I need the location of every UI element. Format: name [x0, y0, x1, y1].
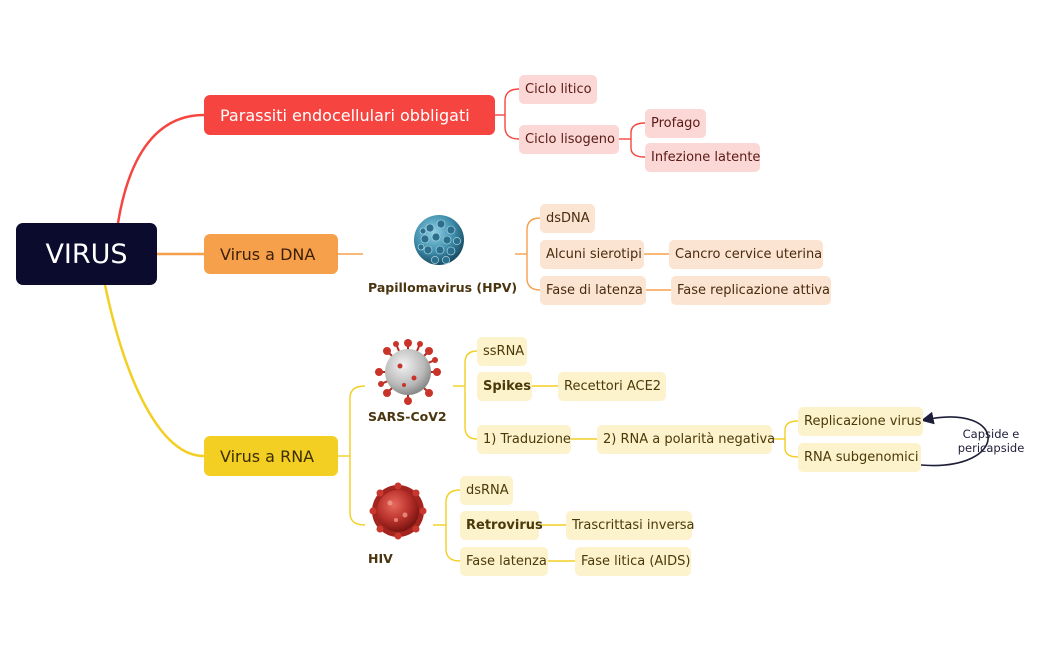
branch-virus-dna: Virus a DNA — [204, 234, 338, 274]
note-capside-pericapside: Capside e pericapside — [957, 427, 1025, 455]
leaf-cancro-cervice: Cancro cervice uterina — [669, 240, 823, 269]
leaf-replicazione-virus: Replicazione virus — [798, 407, 923, 436]
hiv-virus-icon — [369, 482, 427, 540]
root-node-virus: VIRUS — [16, 223, 157, 285]
leaf-ssrna: ssRNA — [477, 337, 527, 366]
leaf-dsrna: dsRNA — [460, 476, 513, 505]
sars-cov2-virus-icon — [375, 339, 441, 405]
leaf-fase-litica-aids: Fase litica (AIDS) — [575, 547, 691, 576]
leaf-rna-subgenomici: RNA subgenomici — [798, 443, 921, 472]
leaf-ciclo-lisogeno: Ciclo lisogeno — [519, 125, 619, 154]
leaf-traduzione: 1) Traduzione — [477, 425, 571, 454]
leaf-spikes: Spikes — [477, 372, 532, 401]
leaf-dsdna: dsDNA — [540, 204, 595, 233]
leaf-retrovirus: Retrovirus — [460, 511, 543, 540]
leaf-recettori-ace2: Recettori ACE2 — [558, 372, 666, 401]
sars-cov2-label: SARS-CoV2 — [368, 409, 447, 424]
hpv-virus-icon — [414, 215, 464, 265]
leaf-infezione-latente: Infezione latente — [645, 143, 760, 172]
leaf-alcuni-sierotipi: Alcuni sierotipi — [540, 240, 644, 269]
branch-parassiti: Parassiti endocellulari obbligati — [204, 95, 495, 135]
leaf-rna-polarita-negativa: 2) RNA a polarità negativa — [597, 425, 775, 454]
leaf-fase-replicazione: Fase replicazione attiva — [671, 276, 831, 305]
leaf-trascrittasi-inversa: Trascrittasi inversa — [566, 511, 695, 540]
leaf-fase-latenza: Fase latenza — [460, 547, 548, 576]
hiv-label: HIV — [368, 551, 393, 566]
branch-virus-rna: Virus a RNA — [204, 436, 338, 476]
leaf-ciclo-litico: Ciclo litico — [519, 75, 597, 104]
leaf-fase-di-latenza: Fase di latenza — [540, 276, 646, 305]
hpv-label: Papillomavirus (HPV) — [368, 280, 518, 295]
leaf-profago: Profago — [645, 109, 706, 138]
